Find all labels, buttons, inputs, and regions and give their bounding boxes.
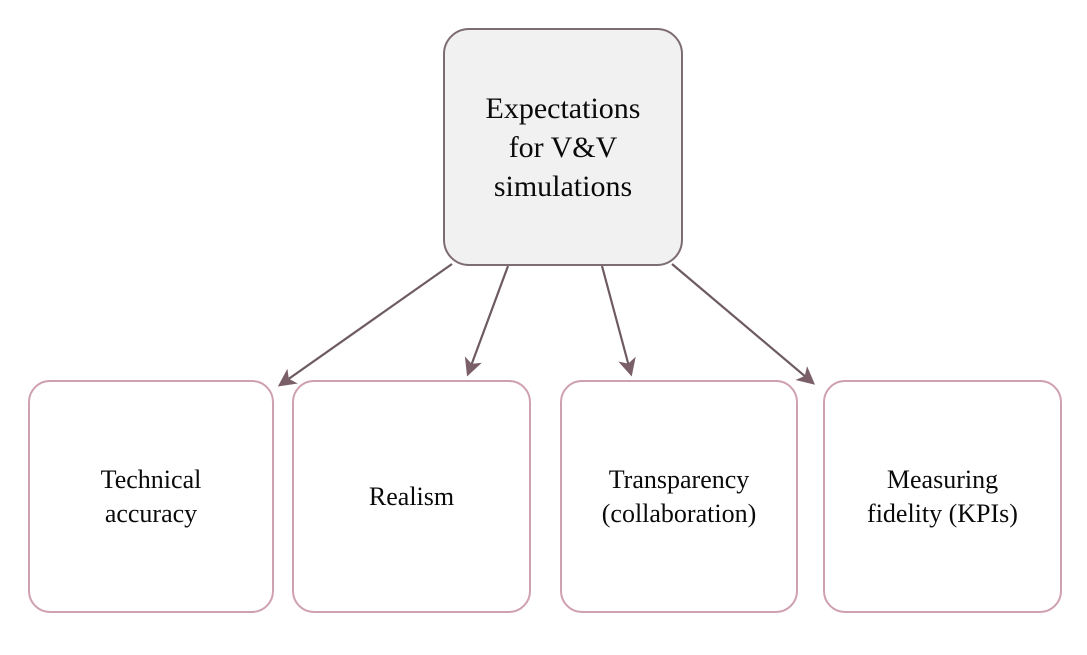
node-transparency[interactable]: Transparency (collaboration) <box>560 380 798 613</box>
node-realism[interactable]: Realism <box>292 380 531 613</box>
connector-root-to-measuring-fidelity <box>671 263 816 385</box>
node-transparency-label: Transparency (collaboration) <box>601 464 757 528</box>
connector-root-to-realism <box>464 265 510 377</box>
connector-root-to-technical-accuracy <box>277 263 453 387</box>
node-measuring-fidelity[interactable]: Measuring fidelity (KPIs) <box>823 380 1062 613</box>
connector-root-to-transparency <box>600 265 636 377</box>
node-measuring-fidelity-label: Measuring fidelity (KPIs) <box>867 464 1018 528</box>
node-technical-accuracy-label: Technical accuracy <box>100 464 202 528</box>
node-root[interactable]: Expectations for V&V simulations <box>443 28 683 266</box>
node-realism-label: Realism <box>368 481 455 511</box>
node-technical-accuracy[interactable]: Technical accuracy <box>28 380 274 613</box>
node-root-label: Expectations for V&V simulations <box>485 91 641 203</box>
